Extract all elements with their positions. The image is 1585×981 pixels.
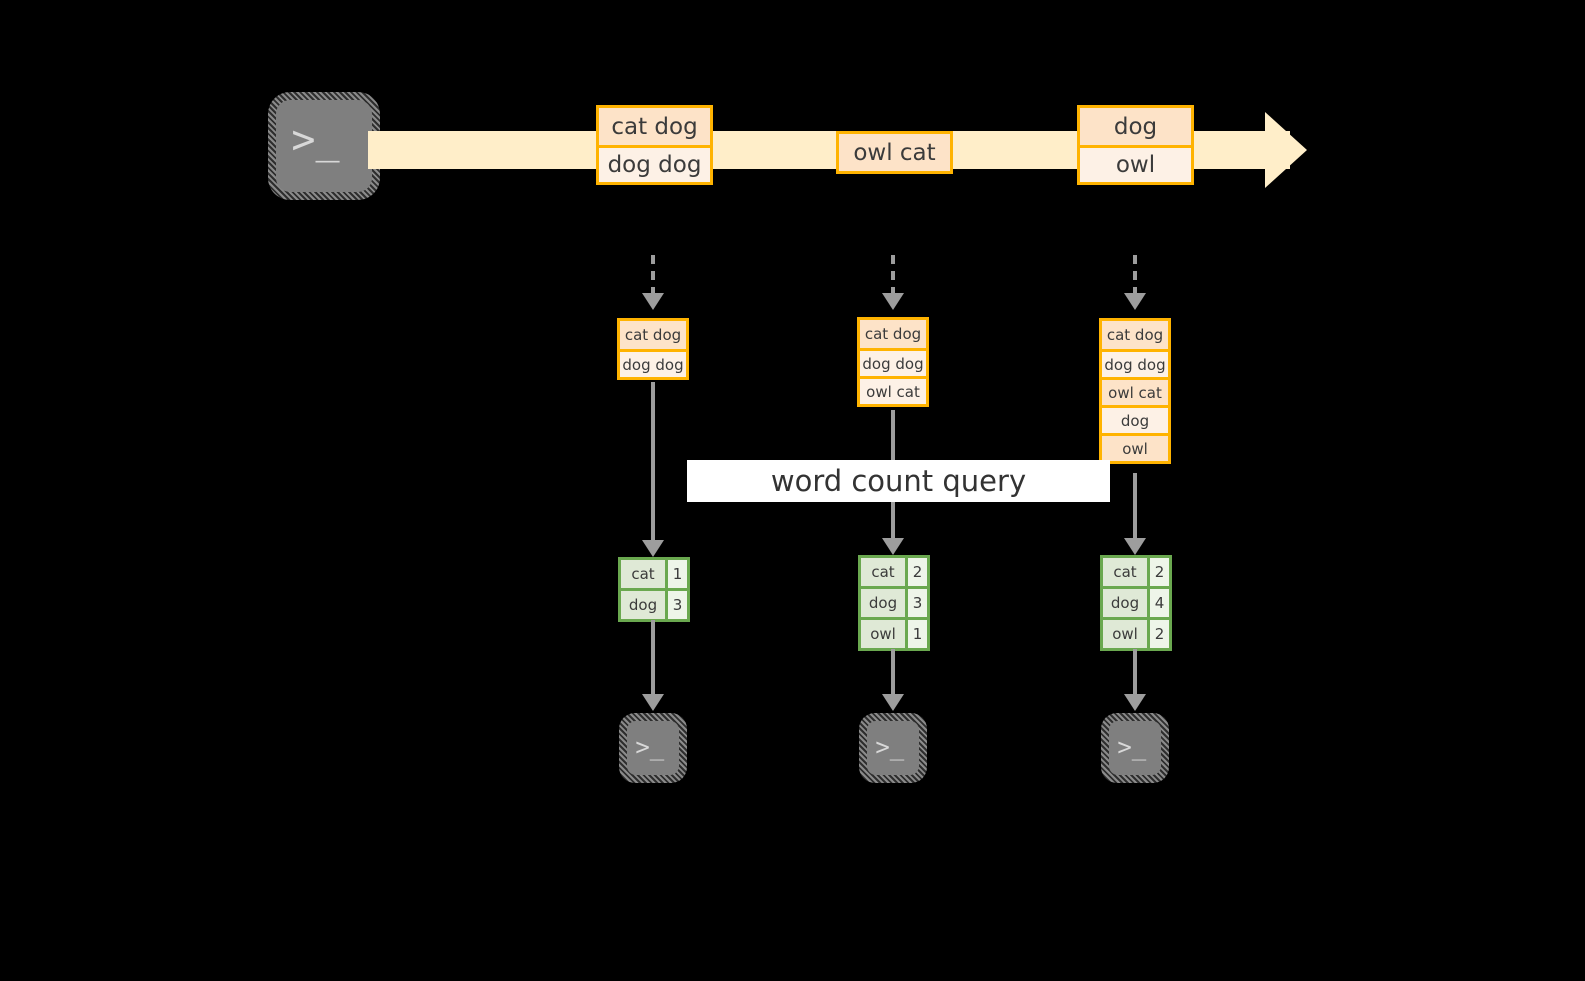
- terminal-screen: >_: [867, 721, 919, 775]
- snapshot-input-2: cat dog dog dog owl cat: [857, 317, 929, 407]
- result-count: 1: [905, 620, 927, 648]
- result-count: 3: [665, 591, 687, 619]
- snapshot-record: cat dog: [620, 321, 686, 349]
- query-arrowhead-3: [1124, 538, 1146, 555]
- snapshot-tap-arrowhead-2: [882, 293, 904, 310]
- result-row: cat 2: [861, 558, 927, 586]
- result-word: owl: [1103, 620, 1147, 648]
- sink-terminal-icon-2: >_: [859, 713, 927, 783]
- result-row: dog 3: [861, 586, 927, 617]
- result-table-2: cat 2 dog 3 owl 1: [858, 555, 930, 651]
- prompt-cursor: _: [649, 733, 664, 762]
- sink-connector-1: [651, 620, 655, 698]
- snapshot-tap-arrowhead-1: [642, 293, 664, 310]
- snapshot-record: cat dog: [1102, 321, 1168, 349]
- snapshot-record: cat dog: [860, 320, 926, 348]
- terminal-prompt: >_: [875, 733, 904, 762]
- sink-arrowhead-2: [882, 694, 904, 711]
- snapshot-record: dog dog: [860, 348, 926, 376]
- stream-record: dog dog: [599, 145, 710, 182]
- terminal-prompt: >_: [635, 733, 664, 762]
- sink-connector-2: [891, 649, 895, 698]
- snapshot-record: owl cat: [860, 376, 926, 404]
- snapshot-record: owl cat: [1102, 377, 1168, 405]
- query-arrowhead-1: [642, 540, 664, 557]
- result-word: dog: [861, 589, 905, 617]
- query-arrowhead-2: [882, 538, 904, 555]
- result-row: dog 4: [1103, 586, 1169, 617]
- terminal-screen: >_: [276, 100, 372, 192]
- query-connector-1: [651, 382, 655, 546]
- result-word: cat: [861, 558, 905, 586]
- prompt-chevron: >: [291, 117, 316, 164]
- result-count: 3: [905, 589, 927, 617]
- result-word: cat: [1103, 558, 1147, 586]
- prompt-chevron: >: [1117, 733, 1132, 762]
- stream-record: owl cat: [839, 134, 950, 171]
- result-word: owl: [861, 620, 905, 648]
- result-count: 1: [665, 560, 687, 588]
- stream-group-1: cat dog dog dog: [596, 105, 713, 185]
- sink-connector-3: [1133, 649, 1137, 698]
- terminal-prompt: >_: [1117, 733, 1146, 762]
- snapshot-record: dog dog: [620, 349, 686, 377]
- snapshot-tap-connector-3: [1133, 255, 1137, 293]
- terminal-screen: >_: [627, 721, 679, 775]
- snapshot-tap-arrowhead-3: [1124, 293, 1146, 310]
- result-row: dog 3: [621, 588, 687, 619]
- sink-arrowhead-1: [642, 694, 664, 711]
- snapshot-tap-connector-1: [651, 255, 655, 293]
- sink-arrowhead-3: [1124, 694, 1146, 711]
- result-row: owl 2: [1103, 617, 1169, 648]
- result-table-1: cat 1 dog 3: [618, 557, 690, 622]
- snapshot-record: owl: [1102, 433, 1168, 461]
- snapshot-tap-connector-2: [891, 255, 895, 293]
- result-word: dog: [621, 591, 665, 619]
- prompt-cursor: _: [889, 733, 904, 762]
- source-terminal-icon: >_: [268, 92, 380, 200]
- result-word: dog: [1103, 589, 1147, 617]
- snapshot-record: dog dog: [1102, 349, 1168, 377]
- result-count: 2: [905, 558, 927, 586]
- snapshot-record: dog: [1102, 405, 1168, 433]
- result-table-3: cat 2 dog 4 owl 2: [1100, 555, 1172, 651]
- query-label: word count query: [687, 460, 1110, 502]
- prompt-chevron: >: [635, 733, 650, 762]
- terminal-prompt: >_: [291, 117, 339, 164]
- result-row: owl 1: [861, 617, 927, 648]
- result-word: cat: [621, 560, 665, 588]
- stream-record: cat dog: [599, 108, 710, 145]
- terminal-screen: >_: [1109, 721, 1161, 775]
- prompt-cursor: _: [1131, 733, 1146, 762]
- result-count: 2: [1147, 558, 1169, 586]
- result-row: cat 2: [1103, 558, 1169, 586]
- snapshot-input-1: cat dog dog dog: [617, 318, 689, 380]
- stream-group-2: owl cat: [836, 131, 953, 174]
- result-row: cat 1: [621, 560, 687, 588]
- stream-group-3: dog owl: [1077, 105, 1194, 185]
- stream-record: dog: [1080, 108, 1191, 145]
- sink-terminal-icon-3: >_: [1101, 713, 1169, 783]
- stream-record: owl: [1080, 145, 1191, 182]
- prompt-chevron: >: [875, 733, 890, 762]
- prompt-cursor: _: [315, 117, 339, 164]
- snapshot-input-3: cat dog dog dog owl cat dog owl: [1099, 318, 1171, 464]
- query-connector-3: [1133, 473, 1137, 544]
- result-count: 4: [1147, 589, 1169, 617]
- result-count: 2: [1147, 620, 1169, 648]
- stream-arrowhead: [1265, 112, 1307, 188]
- sink-terminal-icon-1: >_: [619, 713, 687, 783]
